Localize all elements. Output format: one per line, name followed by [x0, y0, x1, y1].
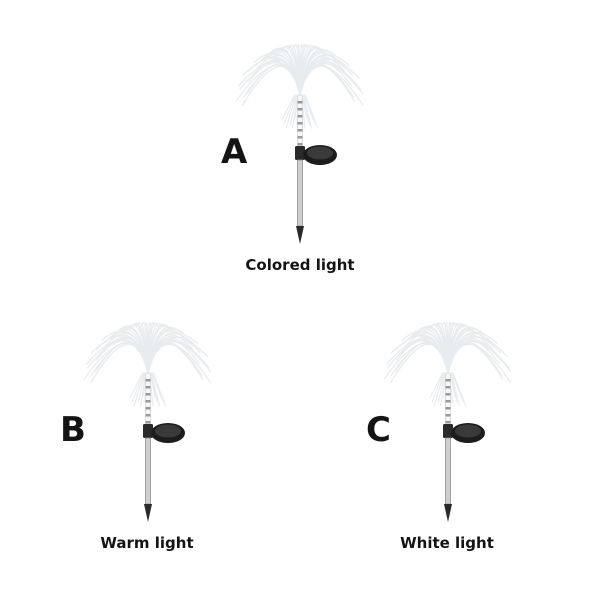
fiber-strand-inner — [151, 372, 163, 399]
fiber-strand-inner — [437, 372, 446, 403]
panel-clamp — [443, 424, 453, 438]
fiber-strand-inner — [291, 94, 299, 129]
fiber-strand-inner — [439, 372, 447, 407]
tube-bead — [145, 400, 151, 403]
fiber-strand-inner — [303, 94, 315, 121]
fiber-strand-inner — [137, 372, 146, 403]
fiber-strand-inner — [450, 372, 460, 407]
tube-bead — [445, 407, 451, 410]
tube-bead — [445, 400, 451, 403]
solar-panel-cell — [307, 146, 333, 160]
tube-bead — [445, 379, 451, 382]
stake-shaft — [445, 437, 451, 505]
tube-bead — [297, 101, 303, 104]
fiber-strand-inner — [304, 94, 319, 129]
tube-bead — [297, 136, 303, 139]
fiber-strand-inner — [302, 94, 312, 129]
fiber-strand-inner — [449, 372, 456, 399]
jellyfish-solar-stake-light-icon — [378, 298, 518, 532]
fiber-strand-inner — [302, 94, 310, 125]
fiber-strand — [447, 343, 512, 384]
fiber-strand-inner — [283, 94, 296, 125]
fiber-strand-inner — [301, 94, 308, 121]
fiber-strand-inner — [152, 372, 165, 403]
fiber-strand-inner — [281, 94, 296, 121]
stake-spike — [444, 504, 452, 522]
option-c-letter: C — [366, 410, 391, 450]
tube-bead — [145, 386, 151, 389]
tube-bead — [297, 115, 303, 118]
stake-spike — [296, 226, 304, 244]
stake-shaft — [297, 159, 303, 227]
tube-bead — [145, 407, 151, 410]
tube-bead — [297, 129, 303, 132]
stake-shaft — [145, 437, 151, 505]
lamp-illustration — [235, 43, 364, 244]
option-a-letter: A — [221, 132, 248, 172]
tube-bead — [145, 393, 151, 396]
tube-bead — [297, 108, 303, 111]
tube-bead — [445, 414, 451, 417]
jellyfish-solar-stake-light-icon — [230, 20, 370, 254]
panel-clamp — [295, 146, 305, 160]
fiber-strand-inner — [152, 372, 167, 407]
panel-clamp — [143, 424, 153, 438]
fiber-strand-inner — [129, 372, 144, 399]
lamp-illustration — [383, 321, 512, 522]
tube-bead — [145, 379, 151, 382]
fiber-strand-inner — [150, 372, 158, 403]
tube-bead — [445, 386, 451, 389]
option-b-letter: B — [60, 410, 86, 450]
fiber-strand-inner — [131, 372, 144, 403]
stake-spike — [144, 504, 152, 522]
tube-bead — [145, 421, 151, 424]
fiber-strand-inner — [435, 372, 446, 399]
fiber-strand-inner — [149, 372, 156, 399]
fiber-strand-inner — [289, 94, 298, 125]
fiber-strand — [299, 65, 364, 106]
fiber-strand — [147, 343, 212, 384]
fiber-strand-inner — [304, 94, 317, 125]
lamp-illustration — [83, 321, 212, 522]
tube-bead — [445, 393, 451, 396]
fiber-strand-inner — [135, 372, 146, 399]
option-b-caption: Warm light — [100, 534, 194, 552]
fiber-strand-inner — [452, 372, 465, 403]
tube-bead — [445, 421, 451, 424]
tube-bead — [297, 122, 303, 125]
fiber-strand-inner — [287, 94, 298, 121]
fiber-strand-inner — [150, 372, 160, 407]
fiber-strand-inner — [139, 372, 147, 407]
solar-panel-cell — [155, 424, 181, 438]
fiber-strand-inner — [450, 372, 458, 403]
jellyfish-solar-stake-light-icon — [78, 298, 218, 532]
tube-bead — [297, 143, 303, 146]
tube-bead — [145, 414, 151, 417]
fiber-strand-inner — [431, 372, 444, 403]
solar-panel-cell — [455, 424, 481, 438]
option-c-caption: White light — [400, 534, 494, 552]
fiber-strand-inner — [451, 372, 463, 399]
option-a-caption: Colored light — [245, 256, 355, 274]
fiber-strand-inner — [429, 372, 444, 399]
fiber-strand-inner — [452, 372, 467, 407]
